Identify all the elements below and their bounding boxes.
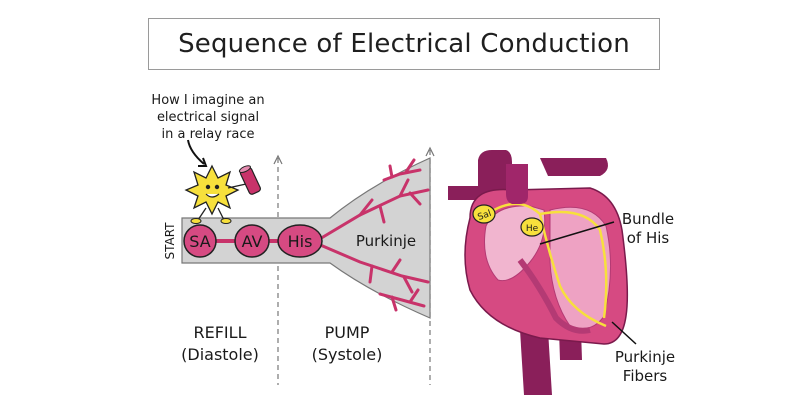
refill-phase-label: REFILL (Diastole): [160, 322, 280, 366]
mascot-smile: [205, 193, 220, 198]
av-node: [234, 224, 270, 258]
purkinje-fibers-line-1: Purkinje: [614, 348, 676, 366]
caption-line-3: in a relay race: [161, 127, 255, 142]
purkinje-branches: [316, 158, 430, 312]
heart-his-tag-label: He: [526, 224, 539, 234]
refill-phase-sub: (Diastole): [181, 345, 259, 364]
title-box: Sequence of Electrical Conduction: [148, 18, 660, 70]
caption-arrow: [187, 139, 205, 165]
heart-illustration: Sal He: [448, 150, 637, 395]
vessel-lower: [520, 330, 552, 395]
mascot-arm-right: [227, 183, 247, 189]
heart-sa-tag: [472, 204, 496, 224]
divider-arrowhead-right: [425, 146, 435, 157]
heart-septum: [517, 258, 591, 334]
mascot-leg-right: [217, 207, 225, 221]
caption-arrowhead: [198, 157, 208, 167]
purkinje-fibers-label: Purkinje Fibers: [600, 348, 690, 386]
pump-phase-sub: (Systole): [311, 345, 383, 364]
relay-race-caption: How I imagine an electrical signal in a …: [128, 92, 288, 143]
his-node-label: His: [288, 232, 313, 251]
purkinje-node-label: Purkinje: [356, 232, 416, 250]
heart-his-tag: [520, 217, 544, 237]
mascot-leg-left: [197, 207, 207, 221]
vessel-left: [448, 186, 480, 200]
bundle-label-line-2: of His: [626, 229, 670, 247]
aorta-front: [506, 164, 528, 204]
av-node-label: AV: [242, 232, 263, 251]
caption-line-2: electrical signal: [156, 110, 260, 125]
bundle-label-line-1: Bundle: [621, 210, 675, 228]
purkinje-leader-line: [611, 321, 637, 345]
bundle-leader-line: [539, 221, 615, 245]
page-title: Sequence of Electrical Conduction: [178, 29, 630, 59]
mascot-eye-right: [214, 184, 220, 190]
refill-phase-name: REFILL: [193, 323, 247, 342]
mascot-star-body: [184, 164, 240, 216]
purkinje-fibers-line-2: Fibers: [622, 367, 668, 385]
bundle-of-his-label: Bundle of His: [608, 210, 688, 248]
mascot-eye-left: [205, 184, 211, 190]
start-label: START: [163, 222, 177, 260]
caption-line-1: How I imagine an: [151, 93, 265, 108]
vessel-right: [540, 158, 608, 176]
mascot-foot-left: [190, 218, 202, 224]
sa-node-label: SA: [189, 232, 210, 251]
sa-node: [183, 224, 217, 258]
his-node: [277, 224, 323, 258]
mascot-spark: [184, 164, 261, 224]
pump-phase-name: PUMP: [324, 323, 370, 342]
heart-sa-tag-label: Sal: [477, 209, 493, 223]
relay-baton-icon: [238, 165, 261, 195]
heart-conduction-path: [493, 202, 608, 328]
pump-phase-label: PUMP (Systole): [282, 322, 412, 366]
divider-arrowhead-left: [273, 154, 283, 165]
mascot-foot-right: [220, 218, 232, 224]
